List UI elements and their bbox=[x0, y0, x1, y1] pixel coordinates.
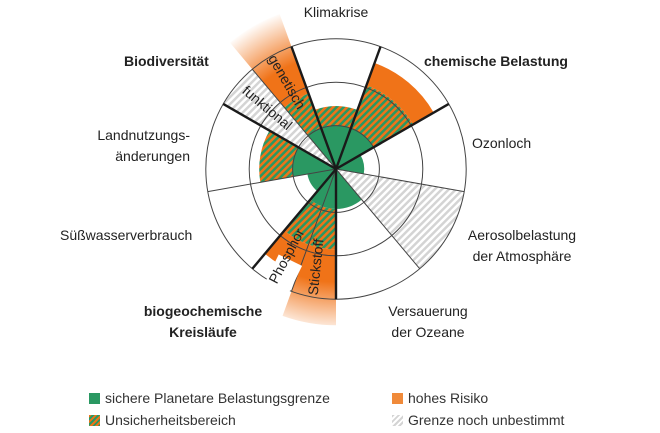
legend-uncertain-swatch bbox=[89, 414, 100, 426]
sector-landnutzung-safe bbox=[292, 147, 336, 177]
legend-uncertain: Unsicherheitsbereich bbox=[89, 411, 236, 429]
legend-high-risk: hohes Risiko bbox=[392, 389, 488, 407]
label-versauerung-line1: Versauerung bbox=[388, 303, 468, 319]
label-landnutzung: Landnutzungs- änderungen bbox=[80, 125, 190, 167]
label-stickstoff: Stickstoff bbox=[305, 238, 327, 296]
divider-line-bold bbox=[334, 46, 382, 170]
sector-stickstoff-uncertain bbox=[308, 206, 336, 250]
label-aerosol: Aerosolbelastung der Atmosphäre bbox=[455, 225, 589, 267]
sector-klimakrise-uncertain bbox=[314, 106, 358, 129]
sector-phosphor-uncertain bbox=[284, 199, 323, 245]
label-landnutzung-line2: änderungen bbox=[115, 148, 190, 164]
label-versauerung-line2: der Ozeane bbox=[391, 324, 465, 340]
legend-uncertain-label: Unsicherheitsbereich bbox=[105, 412, 236, 428]
divider-line bbox=[207, 168, 337, 193]
sector-genetisch-high-risk bbox=[229, 14, 309, 108]
divider-line-bold bbox=[222, 102, 337, 171]
divider-line-bold bbox=[251, 168, 337, 270]
label-aerosol-line1: Aerosolbelastung bbox=[467, 227, 577, 243]
sector-chemische-belastung-high-risk bbox=[366, 62, 434, 125]
label-ozonloch: Ozonloch bbox=[472, 135, 532, 151]
sector-funktional-undetermined bbox=[223, 69, 336, 169]
label-suesswasser: Süßwasserverbrauch bbox=[60, 227, 193, 243]
legend-undetermined-label: Grenze noch unbestimmt bbox=[408, 412, 565, 428]
divider-line-bold bbox=[335, 102, 450, 171]
divider-line-bold bbox=[290, 46, 338, 170]
sector-ozonloch-safe bbox=[336, 154, 365, 174]
label-biodiversitaet: Biodiversität bbox=[124, 53, 209, 69]
label-chemische-belastung: chemische Belastung bbox=[424, 53, 568, 69]
legend-undetermined: Grenze noch unbestimmt bbox=[392, 411, 564, 429]
divider-line bbox=[335, 168, 421, 270]
sector-genetisch-safe bbox=[308, 128, 336, 169]
label-aerosol-line2: der Atmosphäre bbox=[472, 248, 572, 264]
sector-landnutzung-uncertain bbox=[259, 130, 299, 183]
sector-chemische-belastung-safe bbox=[336, 128, 374, 169]
divider-line bbox=[251, 68, 337, 170]
sector-versauerung-safe bbox=[336, 169, 362, 209]
label-biogeo-line1: biogeochemische bbox=[143, 303, 263, 319]
legend-high-risk-label: hohes Risiko bbox=[408, 390, 489, 406]
label-landnutzung-line1: Landnutzungs- bbox=[97, 127, 190, 143]
phosphor-label-bg bbox=[265, 254, 303, 293]
legend-safe: sichere Planetare Belastungsgrenze bbox=[89, 389, 330, 407]
legend-high-risk-swatch bbox=[392, 392, 403, 404]
legend-safe-swatch bbox=[89, 392, 100, 404]
sector-stickstoff-high-risk bbox=[282, 244, 336, 326]
legend-safe-label: sichere Planetare Belastungsgrenze bbox=[105, 390, 330, 406]
divider-line bbox=[335, 168, 465, 193]
label-klimakrise: Klimakrise bbox=[303, 4, 369, 20]
label-biogeochemische-kreislaeufe: biogeochemische Kreisläufe bbox=[128, 301, 278, 343]
label-versauerung: Versauerung der Ozeane bbox=[378, 301, 478, 343]
label-biogeo-line2: Kreisläufe bbox=[169, 324, 237, 340]
sector-klimakrise-safe bbox=[321, 125, 351, 169]
sector-chemische-belastung-uncertain bbox=[350, 85, 414, 148]
sector-suesswasser-safe bbox=[307, 169, 336, 192]
legend-undetermined-swatch bbox=[392, 414, 403, 426]
sector-aerosolbelastung-undetermined bbox=[336, 169, 465, 269]
